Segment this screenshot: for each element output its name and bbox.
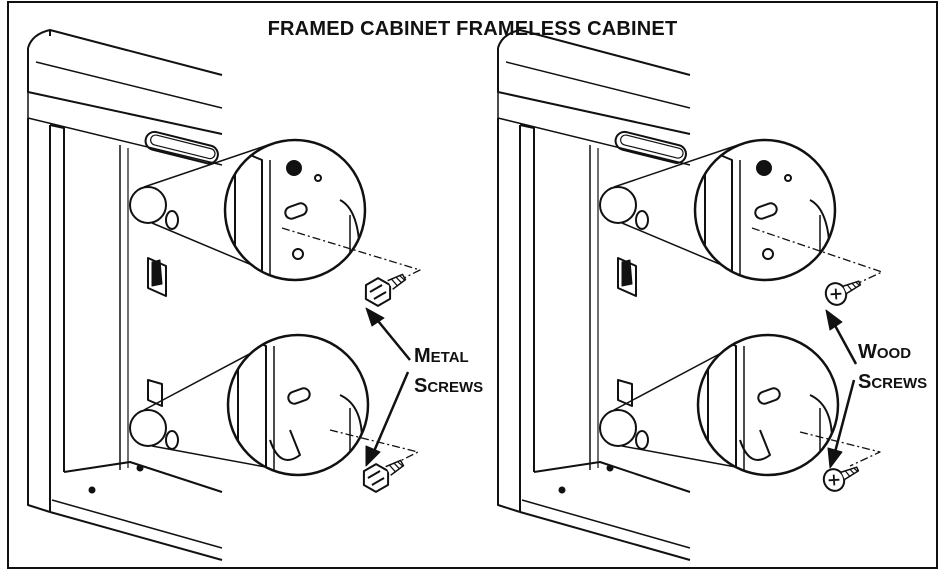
- label-initial: M: [414, 345, 431, 367]
- cabinet-top-front: [27, 48, 223, 135]
- label-rest: OOD: [876, 345, 912, 362]
- arrow-to-bottom-screw: [370, 371, 410, 457]
- phillips-head-screw-icon: [822, 466, 860, 492]
- detail-magnifier-top: [223, 138, 367, 282]
- frameless-cabinet-drawing: [497, 29, 883, 561]
- label-initial: S: [414, 375, 428, 397]
- label-rest: CREWS: [871, 375, 928, 392]
- hex-head-screw-icon: [364, 273, 407, 307]
- hex-head-screw-icon: [362, 459, 405, 493]
- label-initial: S: [858, 371, 872, 393]
- arrow-to-bottom-screw: [832, 379, 856, 457]
- diagram-title: FRAMED CABINET FRAMELESS CABINET: [267, 18, 678, 40]
- framed-cabinet-drawing: [27, 29, 421, 561]
- vent-slot: [144, 130, 219, 165]
- phillips-head-screw-icon: [824, 280, 862, 306]
- detail-source-top: [129, 186, 167, 224]
- arrow-to-top-screw: [373, 315, 411, 361]
- arrow-to-top-screw: [830, 319, 858, 365]
- vent-slot: [614, 130, 687, 164]
- detail-source-bottom: [129, 409, 167, 447]
- detail-magnifier-bottom: [696, 333, 840, 477]
- wood-screws-label: WOOD SCREWS: [858, 338, 927, 398]
- figure-border: [7, 1, 938, 569]
- metal-screws-label: METAL SCREWS: [414, 342, 483, 402]
- detail-source-top: [599, 186, 637, 224]
- cabinet-left-side: [27, 118, 51, 513]
- detail-magnifier-bottom: [226, 333, 370, 477]
- label-initial: W: [858, 341, 877, 363]
- label-rest: ETAL: [430, 349, 469, 366]
- detail-magnifier-top: [693, 138, 837, 282]
- detail-source-bottom: [599, 409, 637, 447]
- label-rest: CREWS: [427, 379, 484, 396]
